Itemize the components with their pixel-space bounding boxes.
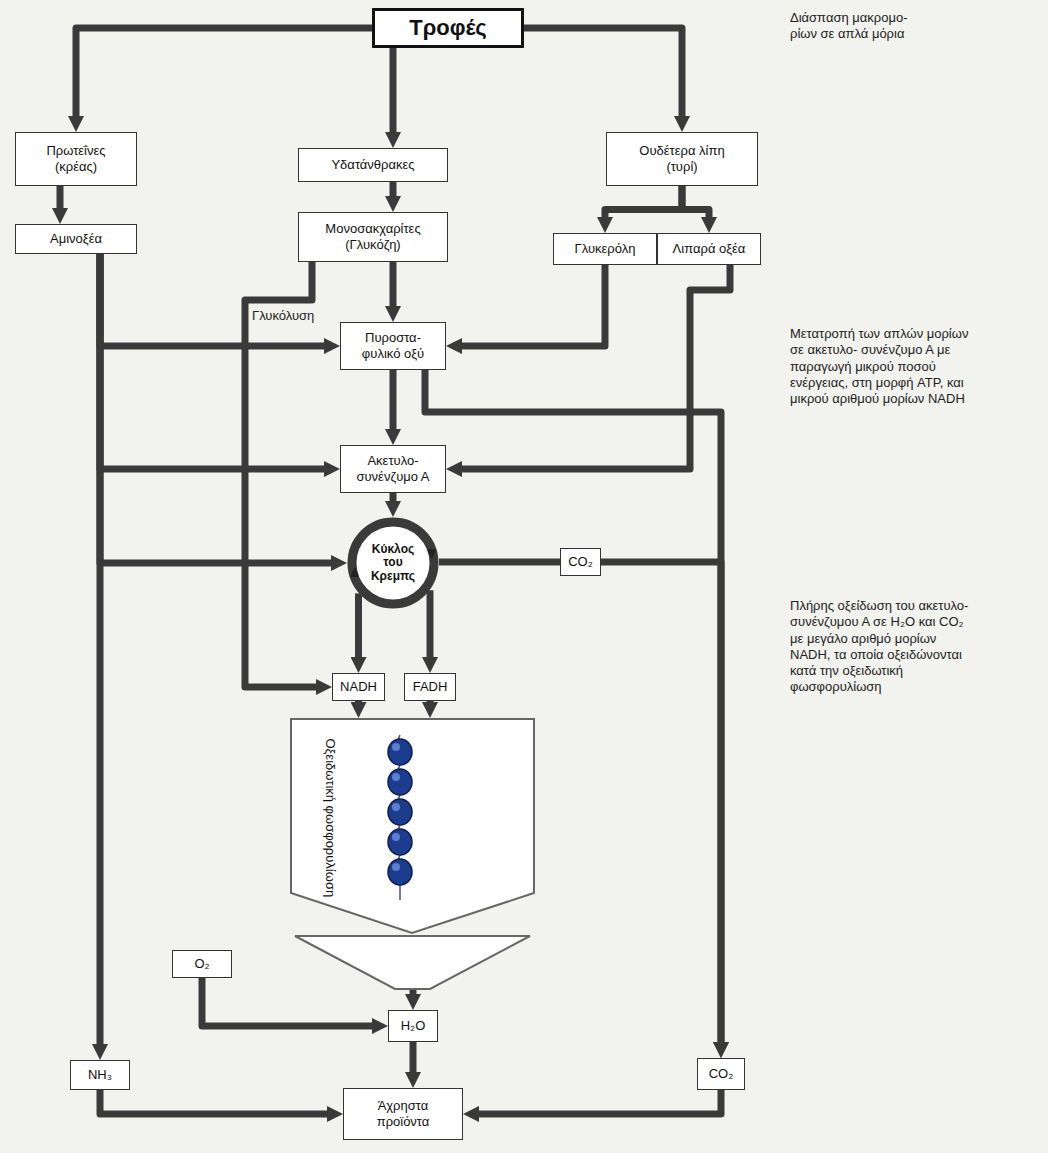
source-box: Τροφές bbox=[372, 8, 524, 48]
node-text: CO₂ bbox=[568, 554, 593, 570]
molecule-box: Αμινοξέα bbox=[15, 224, 137, 254]
flow-arrow bbox=[390, 262, 397, 306]
node-text: H₂O bbox=[401, 1018, 426, 1034]
flow-arrow bbox=[425, 370, 721, 1042]
highlight bbox=[392, 863, 400, 871]
highlight bbox=[392, 803, 400, 811]
node-text: Άχρηστα προϊόντα bbox=[358, 1098, 448, 1129]
flow-arrow bbox=[479, 1090, 721, 1114]
waste-box: Άχρηστα προϊόντα bbox=[343, 1088, 463, 1140]
flow-arrow bbox=[355, 593, 362, 657]
protein-complex bbox=[388, 859, 412, 885]
highlight bbox=[392, 743, 400, 751]
product-box: H₂O bbox=[388, 1010, 438, 1042]
node-text: Κύκλος του Κρεμπς bbox=[362, 543, 424, 583]
protein-complex bbox=[388, 769, 412, 795]
molecule-box: Πυροστα- φυλικό οξύ bbox=[340, 322, 446, 370]
node-text: NADH bbox=[340, 679, 377, 695]
note-text: Μετατροπή των απλών μορίων σε ακετυλο- σ… bbox=[790, 326, 975, 407]
node-text: Τροφές bbox=[409, 15, 487, 41]
flow-arrow bbox=[410, 1042, 417, 1072]
funnel-ground bbox=[295, 936, 530, 989]
flow-arrow bbox=[390, 493, 397, 501]
note-text: Διάσπαση μακρομο- ρίων σε απλά μόρια bbox=[790, 10, 920, 43]
note-text: Πλήρης οξείδωση του ακετυλο-συνένζυμου Α… bbox=[790, 598, 975, 696]
node-text: FADH bbox=[413, 679, 448, 695]
cycle-ring-line bbox=[352, 522, 434, 604]
note-text: Διάσπαση μακρομο- ρίων σε απλά μόρια bbox=[790, 10, 920, 43]
flow-arrow bbox=[100, 1090, 327, 1114]
flow-arrow bbox=[601, 562, 721, 1042]
molecule-box: Λιπαρά οξέα bbox=[657, 233, 761, 265]
highlight bbox=[392, 773, 400, 781]
flow-arrow bbox=[427, 701, 434, 702]
flow-arrow bbox=[605, 186, 682, 217]
node-text: NH₃ bbox=[88, 1067, 112, 1083]
note-text: Πλήρης οξείδωση του ακετυλο-συνένζυμου Α… bbox=[790, 598, 975, 696]
flow-arrow bbox=[97, 254, 104, 1044]
node-text: Λιπαρά οξέα bbox=[673, 241, 746, 257]
node-text: Μονοσακχαρίτες (Γλυκόζη) bbox=[313, 221, 433, 252]
pathway-label: Γλυκόλυση bbox=[252, 308, 372, 324]
arrow-outline bbox=[291, 719, 534, 933]
funnel-outline bbox=[295, 936, 530, 989]
flow-arrow bbox=[390, 48, 397, 132]
flow-arrow bbox=[100, 254, 324, 469]
food-box: Ουδέτερα λίπη (τυρί) bbox=[606, 132, 758, 186]
food-box: Υδατάνθρακες bbox=[298, 148, 448, 182]
highlight bbox=[392, 833, 400, 841]
product-box: NH₃ bbox=[70, 1060, 130, 1090]
pathway-label: Γλυκόλυση bbox=[252, 308, 372, 324]
flow-arrow bbox=[462, 265, 605, 346]
vertical-label: Οξειδωτική φωσφορυλίωση bbox=[322, 733, 338, 903]
molecule-box: Ακετυλο- συνένζυμο Α bbox=[340, 445, 446, 493]
flow-arrow bbox=[202, 978, 372, 1026]
flow-arrow bbox=[76, 28, 372, 116]
node-text: Ουδέτερα λίπη (τυρί) bbox=[627, 143, 737, 174]
flow-arrow bbox=[390, 182, 397, 196]
node-text: Αμινοξέα bbox=[50, 231, 102, 247]
node-text: Υδατάνθρακες bbox=[331, 157, 414, 173]
cycle-arrowhead bbox=[427, 549, 436, 559]
node-text: Πρωτεΐνες (κρέας) bbox=[31, 143, 121, 174]
flow-arrow bbox=[524, 28, 682, 116]
note-text: Μετατροπή των απλών μορίων σε ακετυλο- σ… bbox=[790, 326, 975, 407]
process-arrow: Οξειδωτική φωσφορυλίωση bbox=[290, 718, 535, 990]
molecule-box: Μονοσακχαρίτες (Γλυκόζη) bbox=[298, 212, 448, 262]
carrier-box: FADH bbox=[404, 673, 456, 701]
product-box: CO₂ bbox=[697, 1058, 745, 1090]
node-text: Γλυκερόλη bbox=[575, 241, 636, 257]
flow-arrow bbox=[245, 262, 316, 687]
arrow-ground bbox=[291, 719, 534, 933]
node-text: Πυροστα- φυλικό οξύ bbox=[350, 330, 436, 361]
cycle-circle: Κύκλος του Κρεμπς bbox=[347, 517, 439, 609]
node-text: Ακετυλο- συνένζυμο Α bbox=[350, 453, 436, 484]
carrier-box: NADH bbox=[332, 673, 385, 701]
flow-arrow bbox=[462, 265, 730, 469]
flow-arrow bbox=[390, 370, 397, 429]
flow-arrow bbox=[439, 559, 560, 566]
protein-complex bbox=[388, 829, 412, 855]
flow-arrow bbox=[100, 254, 331, 563]
node-text: O₂ bbox=[194, 956, 209, 972]
cycle-arrowhead bbox=[350, 567, 359, 577]
protein-complex bbox=[388, 799, 412, 825]
node-text: CO₂ bbox=[709, 1066, 734, 1082]
product-box: O₂ bbox=[172, 950, 232, 978]
protein-complex bbox=[388, 739, 412, 765]
flow-arrow bbox=[410, 990, 417, 994]
flow-arrow bbox=[427, 590, 434, 657]
flow-arrow bbox=[57, 186, 64, 208]
product-box: CO₂ bbox=[560, 548, 601, 576]
molecule-box: Γλυκερόλη bbox=[553, 233, 657, 265]
flow-arrow bbox=[682, 186, 709, 217]
flow-arrow bbox=[355, 701, 362, 702]
food-box: Πρωτεΐνες (κρέας) bbox=[15, 132, 137, 186]
